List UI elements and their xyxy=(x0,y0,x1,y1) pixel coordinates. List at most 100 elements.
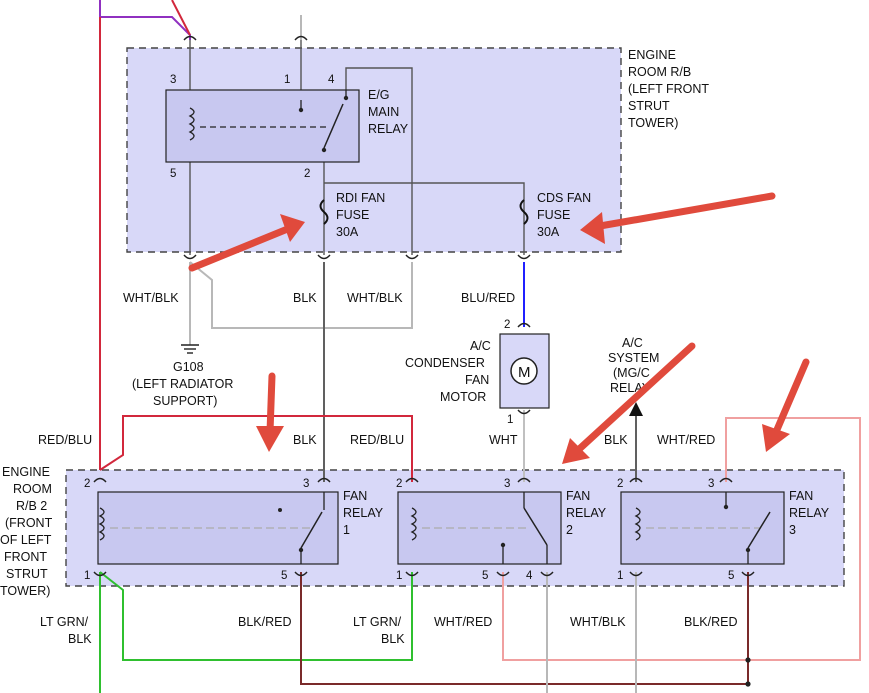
wire-label-wht-red-1: WHT/RED xyxy=(657,433,715,447)
cds-fan-fuse-label-2: FUSE xyxy=(537,208,570,222)
eg-main-relay-label-3: RELAY xyxy=(368,122,409,136)
annotation-arrow-1-icon xyxy=(188,214,305,272)
engine-room-rb-label-5: TOWER) xyxy=(628,116,678,130)
wire-label-wht-blk-1: WHT/BLK xyxy=(123,291,179,305)
cds-fan-fuse-label-3: 30A xyxy=(537,225,560,239)
eg-main-relay xyxy=(165,89,360,163)
cds-fan-fuse-symbol xyxy=(519,199,529,225)
pin-r3-3: 3 xyxy=(708,478,714,490)
wire-label-lt-grn-blk-1b: BLK xyxy=(68,632,92,646)
engine-room-rb2-label-2: ROOM xyxy=(13,482,52,496)
eg-main-relay-label-2: MAIN xyxy=(368,105,399,119)
engine-room-rb2-label-5: OF LEFT xyxy=(0,533,52,547)
wire-bus xyxy=(324,182,525,255)
wire-main-4 xyxy=(345,67,413,255)
fan-relay-2-label-1: FAN xyxy=(566,489,590,503)
wire-label-red-blu-2: RED/BLU xyxy=(350,433,404,447)
annotation-arrow-3-icon xyxy=(256,372,284,452)
pin-r2-2: 2 xyxy=(396,478,402,490)
wire-wht-red-r3 xyxy=(502,417,861,661)
fan-relay-2-label-3: 2 xyxy=(566,523,573,537)
wire-label-blk-1: BLK xyxy=(293,291,317,305)
engine-room-rb2-label-4: (FRONT xyxy=(5,516,53,530)
pin-r3-1: 1 xyxy=(617,570,623,582)
ground-label-3: SUPPORT) xyxy=(153,394,217,408)
fan-relay-1-label-3: 1 xyxy=(343,523,350,537)
pin-main-3: 3 xyxy=(170,74,176,86)
pin-r3-5: 5 xyxy=(728,570,734,582)
condenser-fan-motor-label-1: A/C xyxy=(470,339,491,353)
wire-ground-gray xyxy=(189,261,413,329)
pin-numbers: 3 1 4 5 2 2 1 2 3 1 5 2 3 1 5 4 2 3 1 5 xyxy=(84,74,734,582)
fan-relay-2-label-2: RELAY xyxy=(566,506,607,520)
pin-main-1: 1 xyxy=(284,74,290,86)
fan-relay-1-label-2: RELAY xyxy=(343,506,384,520)
wire-label-wht: WHT xyxy=(489,433,518,447)
pin-r1-1: 1 xyxy=(84,570,90,582)
motor-symbol-label: M xyxy=(518,364,531,381)
wire-label-red-blu-1: RED/BLU xyxy=(38,433,92,447)
pin-r1-2: 2 xyxy=(84,478,90,490)
ac-system-relay-label-2: SYSTEM xyxy=(608,351,659,365)
wire-red-stub xyxy=(171,0,191,36)
wire-red-blu-loop xyxy=(99,415,413,482)
condenser-fan-motor-label-4: MOTOR xyxy=(440,390,486,404)
engine-room-rb-label-3: (LEFT FRONT xyxy=(628,82,709,96)
wire-red-top xyxy=(99,0,191,40)
pin-main-4: 4 xyxy=(328,74,335,86)
engine-room-rb2-label-7: STRUT xyxy=(6,567,48,581)
wire-label-blk-red-1: BLK/RED xyxy=(238,615,292,629)
fan-relay-3-label-1: FAN xyxy=(789,489,813,503)
eg-main-relay-label-1: E/G xyxy=(368,88,390,102)
wire-label-blk-2: BLK xyxy=(293,433,317,447)
pin-r2-1: 1 xyxy=(396,570,402,582)
ac-system-relay-label-1: A/C xyxy=(622,336,643,350)
pin-motor-1: 1 xyxy=(507,414,513,426)
fan-relay-1-symbol xyxy=(97,491,339,565)
pin-r1-5: 5 xyxy=(281,570,287,582)
pin-r2-4: 4 xyxy=(526,570,533,582)
wire-label-blk-3: BLK xyxy=(604,433,628,447)
wire-label-wht-blk-2: WHT/BLK xyxy=(347,291,403,305)
rdi-fan-fuse-label-3: 30A xyxy=(336,225,359,239)
annotation-arrow-2-icon xyxy=(580,192,776,244)
engine-room-rb2-label-3: R/B 2 xyxy=(16,499,47,513)
ground-label-2: (LEFT RADIATOR xyxy=(132,377,233,391)
pin-r2-3: 3 xyxy=(504,478,510,490)
condenser-fan-motor: M xyxy=(499,333,550,409)
wire-labels: WHT/BLK BLK WHT/BLK BLU/RED RED/BLU BLK … xyxy=(38,291,738,646)
fan-relay-3-label-3: 3 xyxy=(789,523,796,537)
wire-label-wht-red-2: WHT/RED xyxy=(434,615,492,629)
annotation-arrows xyxy=(188,192,810,464)
ground-label-1: G108 xyxy=(173,360,204,374)
pin-main-5: 5 xyxy=(170,168,176,180)
wires xyxy=(99,0,861,693)
engine-room-rb-label-1: ENGINE xyxy=(628,48,676,62)
ac-system-arrow-icon xyxy=(629,402,643,416)
pin-r2-5: 5 xyxy=(482,570,488,582)
engine-room-rb2-label-6: FRONT xyxy=(4,550,47,564)
wire-label-lt-grn-blk-2b: BLK xyxy=(381,632,405,646)
pin-r3-2: 2 xyxy=(617,478,623,490)
cds-fan-fuse-label-1: CDS FAN xyxy=(537,191,591,205)
rdi-fan-fuse-label-1: RDI FAN xyxy=(336,191,385,205)
wire-label-blu-red: BLU/RED xyxy=(461,291,515,305)
fan-relay-3-symbol xyxy=(620,491,785,565)
engine-room-rb2-label-1: ENGINE xyxy=(2,465,50,479)
connectors xyxy=(93,35,755,577)
pin-r1-3: 3 xyxy=(303,478,309,490)
wire-label-lt-grn-blk-1a: LT GRN/ xyxy=(40,615,89,629)
wire-label-blk-red-2: BLK/RED xyxy=(684,615,738,629)
engine-room-rb-label-2: ROOM R/B xyxy=(628,65,691,79)
fan-relay-3-label-2: RELAY xyxy=(789,506,830,520)
engine-room-rb2-label-8: TOWER) xyxy=(0,584,50,598)
wire-lt-grn-blk-1b xyxy=(99,571,413,661)
pin-motor-2: 2 xyxy=(504,319,510,331)
fan-relay-1-label-1: FAN xyxy=(343,489,367,503)
component-labels: ENGINE ROOM R/B (LEFT FRONT STRUT TOWER)… xyxy=(0,48,830,598)
pin-main-2: 2 xyxy=(304,168,310,180)
fan-relay-2-symbol xyxy=(397,491,562,565)
annotation-arrow-4-icon xyxy=(562,342,696,464)
condenser-fan-motor-label-2: CONDENSER xyxy=(405,356,485,370)
